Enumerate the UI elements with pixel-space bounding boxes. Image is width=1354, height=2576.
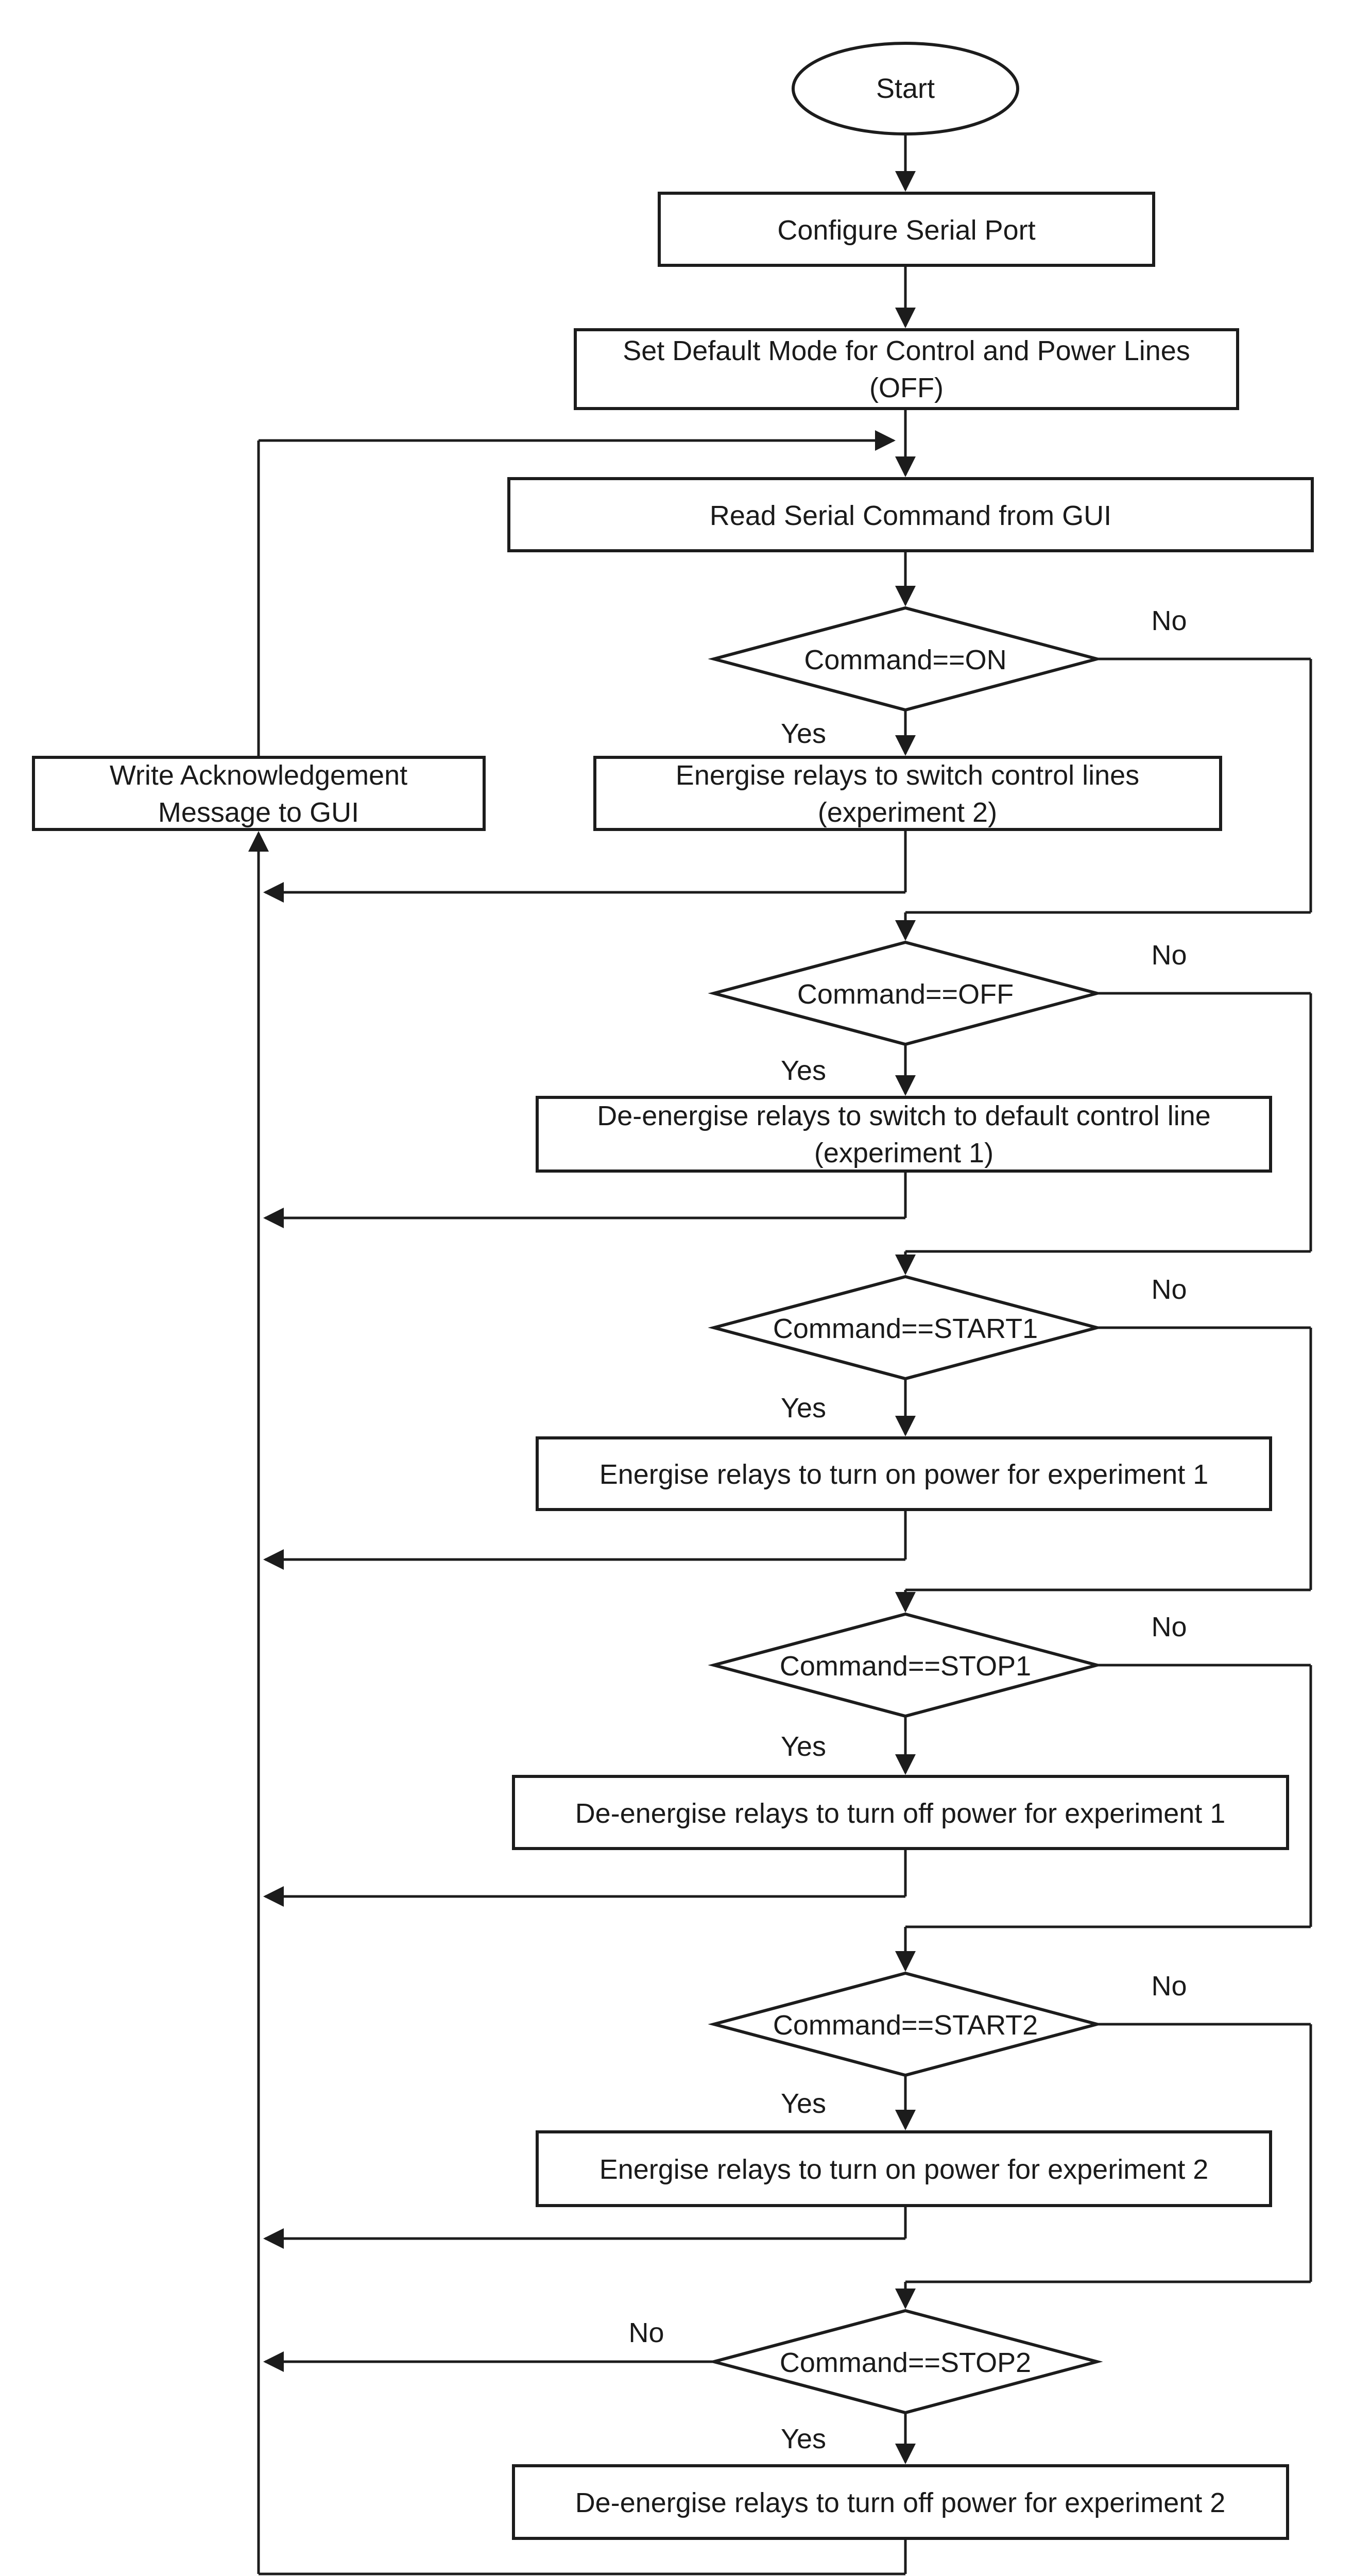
write-acknowledgement-label-line2: Message to GUI bbox=[158, 797, 359, 828]
action-energise-power-exp2 bbox=[536, 2130, 1272, 2207]
decision-command-start1 bbox=[708, 1275, 1103, 1381]
decision-command-off bbox=[708, 940, 1103, 1046]
decision-command-stop1-label: Command==STOP1 bbox=[780, 1651, 1031, 1682]
connector-lines bbox=[248, 134, 1312, 2575]
yes-label-on: Yes bbox=[781, 718, 826, 749]
read-serial-command-label: Read Serial Command from GUI bbox=[710, 500, 1111, 531]
decision-command-start2 bbox=[708, 1971, 1103, 2077]
action-deenergise-power-exp1-label: De-energise relays to turn off power for… bbox=[575, 1798, 1226, 1829]
write-acknowledgement-process bbox=[32, 756, 486, 831]
action-energise-power-exp1 bbox=[536, 1436, 1272, 1511]
action-energise-control-lines-line2: (experiment 2) bbox=[818, 797, 997, 828]
start-terminal bbox=[792, 42, 1019, 135]
decision-command-stop2 bbox=[708, 2309, 1103, 2415]
no-label-start1: No bbox=[1151, 1274, 1187, 1305]
set-default-mode-label-line1: Set Default Mode for Control and Power L… bbox=[623, 335, 1190, 366]
decision-command-on bbox=[708, 606, 1103, 712]
action-deenergise-power-exp2 bbox=[512, 2464, 1289, 2540]
yes-label-off: Yes bbox=[781, 1055, 826, 1086]
action-energise-control-lines-line1: Energise relays to switch control lines bbox=[676, 760, 1139, 791]
no-label-off: No bbox=[1151, 940, 1187, 971]
action-energise-power-exp1-label: Energise relays to turn on power for exp… bbox=[599, 1459, 1209, 1490]
decision-command-start2-label: Command==START2 bbox=[773, 2010, 1038, 2041]
decision-command-on-label: Command==ON bbox=[804, 645, 1006, 675]
decision-command-start1-label: Command==START1 bbox=[773, 1313, 1038, 1344]
decision-command-stop1 bbox=[708, 1612, 1103, 1718]
action-deenergise-default-control-line-line2: (experiment 1) bbox=[814, 1138, 993, 1168]
no-label-on: No bbox=[1151, 605, 1187, 636]
no-label-start2: No bbox=[1151, 1971, 1187, 2002]
decision-command-off-label: Command==OFF bbox=[797, 979, 1014, 1010]
configure-serial-port-label: Configure Serial Port bbox=[777, 215, 1035, 246]
no-label-stop2: No bbox=[628, 2317, 664, 2348]
yes-label-stop1: Yes bbox=[781, 1731, 826, 1762]
action-deenergise-power-exp1 bbox=[512, 1775, 1289, 1850]
set-default-mode-process bbox=[574, 328, 1239, 410]
configure-serial-port-process bbox=[658, 192, 1155, 267]
no-label-stop1: No bbox=[1151, 1612, 1187, 1642]
decision-command-stop2-label: Command==STOP2 bbox=[780, 2347, 1031, 2378]
start-label: Start bbox=[876, 73, 935, 104]
read-serial-command-process bbox=[507, 477, 1314, 552]
write-acknowledgement-label-line1: Write Acknowledgement bbox=[110, 760, 407, 791]
action-energise-power-exp2-label: Energise relays to turn on power for exp… bbox=[599, 2154, 1209, 2185]
branch-labels: No Yes No Yes No Yes No Yes No Yes No Ye… bbox=[628, 605, 1187, 2454]
action-energise-control-lines bbox=[593, 756, 1222, 831]
yes-label-start2: Yes bbox=[781, 2088, 826, 2119]
action-deenergise-power-exp2-label: De-energise relays to turn off power for… bbox=[575, 2487, 1226, 2518]
yes-label-start1: Yes bbox=[781, 1393, 826, 1423]
action-deenergise-default-control-line-line1: De-energise relays to switch to default … bbox=[597, 1100, 1211, 1131]
yes-label-stop2: Yes bbox=[781, 2424, 826, 2454]
action-deenergise-default-control-line bbox=[536, 1096, 1272, 1173]
set-default-mode-label-line2: (OFF) bbox=[869, 372, 944, 403]
